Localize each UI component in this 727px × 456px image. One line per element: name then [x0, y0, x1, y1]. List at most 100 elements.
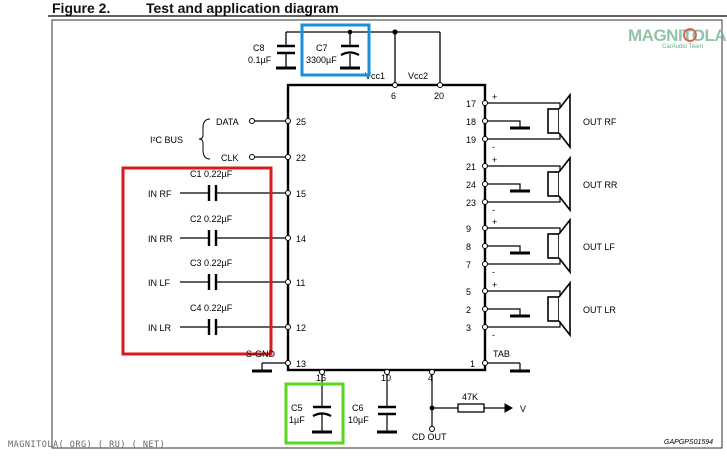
input-label: IN RF [148, 189, 172, 199]
output-pin-number: 7 [466, 260, 471, 270]
output-pin-number: 19 [466, 135, 476, 145]
data-pin-number: 25 [296, 117, 306, 127]
c7-label: C7 [316, 43, 328, 53]
tab-label: TAB [493, 349, 510, 359]
minus-sign: - [492, 330, 495, 340]
input-pin-number: 11 [296, 278, 305, 288]
c8-label: C8 [253, 43, 265, 53]
clk-label: CLK [221, 153, 239, 163]
vcc2-pin-number: 20 [434, 91, 444, 101]
minus-sign: - [492, 142, 495, 152]
svg-text:MAGNITOLA: MAGNITOLA [628, 26, 726, 45]
c8-value: 0.1µF [248, 55, 272, 65]
i2c-bus [198, 118, 291, 160]
pin-6 [392, 82, 398, 88]
output-label: OUT RR [583, 180, 618, 190]
resistor-label: 47K [462, 392, 478, 402]
ic-pin-terminal [482, 118, 488, 124]
i2c-bus-label: I²C BUS [150, 135, 183, 145]
speaker-icon [547, 171, 560, 197]
c7-value: 3300µF [306, 55, 337, 65]
plus-sign: + [492, 217, 497, 227]
watermark: MAGNITOLA( ORG) ( RU) ( NET) [8, 440, 166, 450]
plus-sign: + [492, 92, 497, 102]
sgnd-pin-number: 13 [296, 359, 306, 369]
output-channel: 987+-OUT LF [466, 217, 615, 277]
minus-sign: - [492, 267, 495, 277]
ic-body [286, 83, 487, 372]
speaker-icon [547, 233, 560, 259]
c6-value: 10µF [348, 415, 369, 425]
input-cap-label: C1 0.22µF [190, 169, 233, 179]
cd-out-terminal [429, 426, 435, 432]
cd-out-label: CD OUT [412, 432, 447, 442]
input-cap-label: C2 0.22µF [190, 214, 233, 224]
ic-pin-terminal [482, 136, 488, 142]
input-pin-number: 14 [296, 234, 306, 244]
output-pin-number: 18 [466, 117, 476, 127]
ic-pin-terminal [482, 288, 488, 294]
minus-sign: - [492, 205, 495, 215]
pin-4 [429, 369, 435, 375]
ic-pin-terminal [285, 279, 291, 285]
figure-number: Figure 2. [52, 0, 111, 16]
v-label: V [520, 404, 526, 414]
document-code: GAPGPS01594 [664, 439, 713, 446]
input-cap-label: C3 0.22µF [190, 258, 233, 268]
ic-pin-terminal [482, 181, 488, 187]
output-channel: 17 18 19 + - OUT RF [466, 92, 617, 152]
output-pin-number: 17 [466, 99, 476, 109]
supply-network [277, 31, 441, 85]
input-highlight-box [121, 166, 273, 356]
tab-pin-number: 1 [470, 359, 475, 369]
ic-pin-terminal [285, 190, 291, 196]
c5-value: 1µF [289, 415, 305, 425]
plus-sign: + [492, 280, 497, 290]
pin16-number: 16 [316, 373, 326, 383]
bottom-network [312, 372, 514, 434]
c5-label: C5 [291, 403, 303, 413]
data-label: DATA [216, 117, 239, 127]
pin-16 [319, 369, 325, 375]
ic-pin-terminal [482, 100, 488, 106]
sgnd-connection [252, 360, 291, 373]
ic-pin-terminal [482, 261, 488, 267]
tab-connection [482, 360, 530, 373]
pin-10 [384, 369, 390, 375]
output-pin-number: 2 [466, 305, 471, 315]
figure-frame [51, 19, 723, 449]
c7-highlight-box [300, 23, 371, 77]
ic-pin-terminal [285, 324, 291, 330]
c6-label: C6 [352, 403, 364, 413]
figure-title: Test and application diagram [146, 0, 339, 16]
output-channel: 5 2 3 + - OUT LR [466, 280, 616, 340]
input-label: IN RR [148, 234, 173, 244]
output-pin-number: 23 [466, 198, 476, 208]
junction-dot [429, 405, 435, 411]
pin-20 [437, 82, 443, 88]
output-label: OUT LF [583, 242, 615, 252]
vcc2-label: Vcc2 [408, 71, 428, 81]
ic-pin-terminal [285, 235, 291, 241]
ic-pin-terminal [482, 199, 488, 205]
output-label: OUT LR [583, 305, 616, 315]
vcc1-label: Vcc1 [365, 71, 385, 81]
c5-highlight-box [284, 382, 345, 445]
output-label: OUT RF [583, 117, 617, 127]
pin4-number: 4 [428, 373, 433, 383]
output-pin-number: 21 [466, 162, 476, 172]
speaker-icon [547, 108, 560, 134]
ic-pin-terminal [482, 225, 488, 231]
output-pin-number: 3 [466, 323, 471, 333]
input-label: IN LR [148, 323, 172, 333]
ic-pin-terminal [482, 243, 488, 249]
output-pin-number: 5 [466, 287, 471, 297]
pin10-number: 10 [381, 373, 391, 383]
